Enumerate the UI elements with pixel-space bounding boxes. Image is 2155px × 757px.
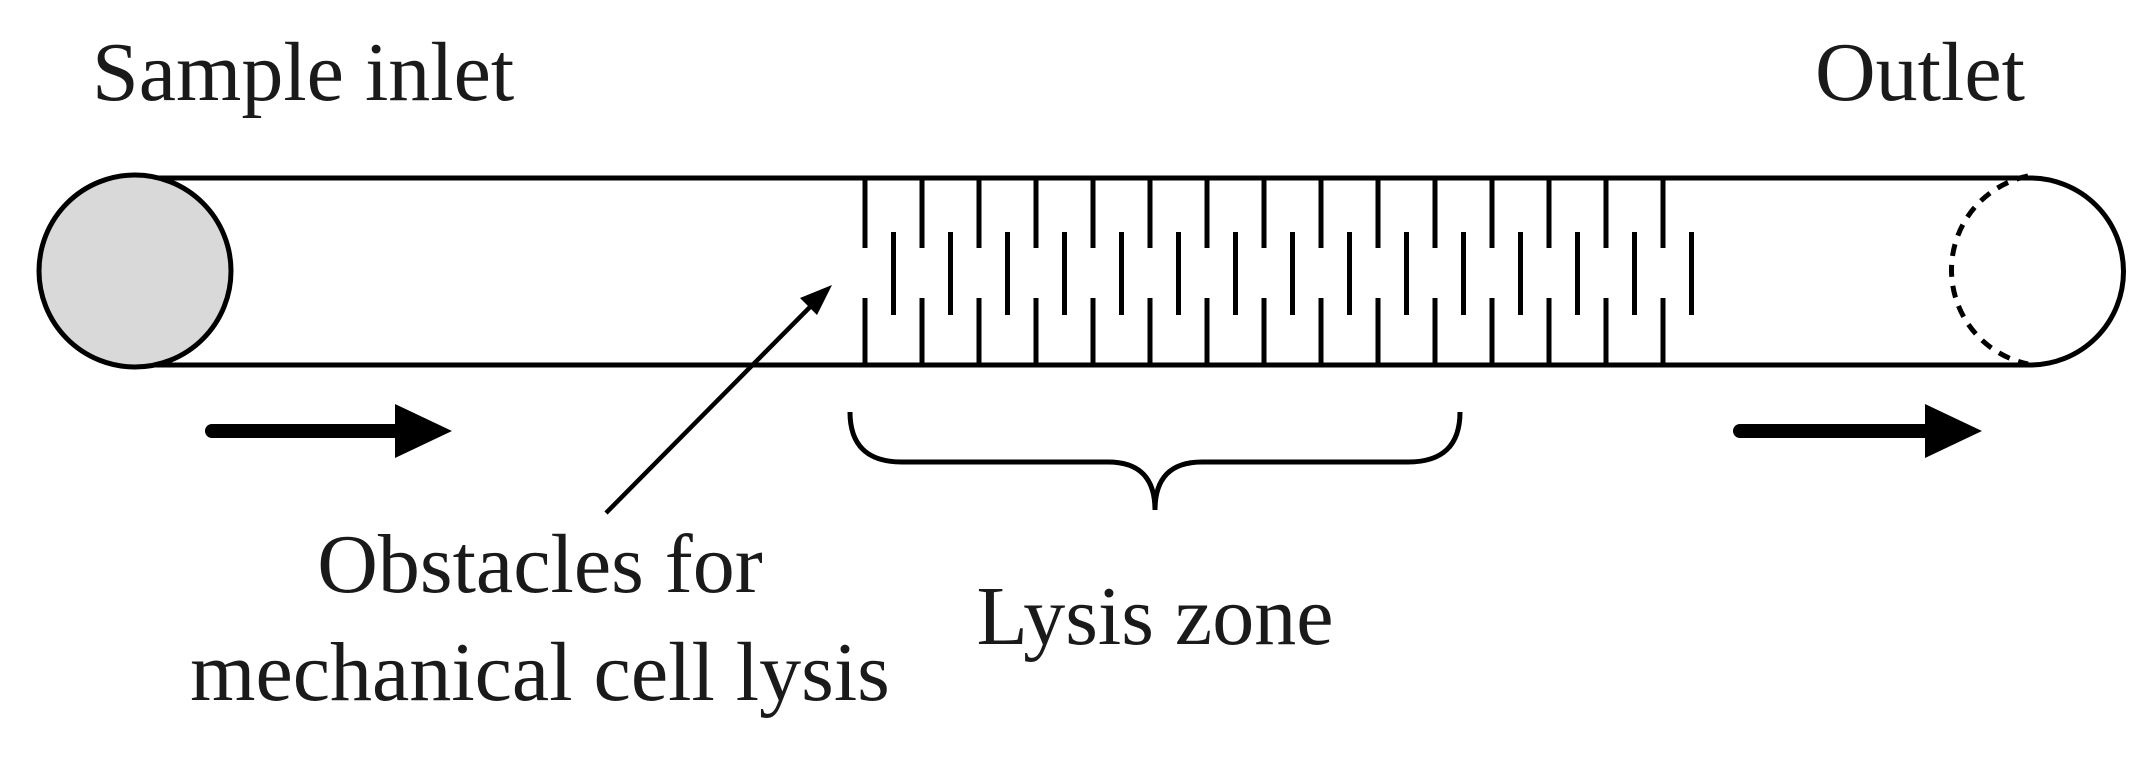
inlet-flow-arrow-icon: [205, 404, 452, 458]
obstacles-pointer-arrow-icon: [604, 285, 832, 515]
sample-inlet-label: Sample inlet: [92, 26, 514, 119]
lysis-obstacles: [862, 180, 1694, 363]
obstacles-label-line1: Obstacles for: [317, 518, 763, 611]
lysis-zone-label: Lysis zone: [977, 570, 1334, 663]
channel-right-end: [2029, 175, 2126, 368]
outlet-label: Outlet: [1815, 26, 2025, 119]
obstacles-label-line2: mechanical cell lysis: [190, 626, 890, 719]
inlet-reservoir: [36, 172, 234, 370]
lysis-zone-brace: [847, 411, 1463, 511]
outlet-reservoir-dashed: [1949, 173, 2029, 367]
outlet-flow-arrow-icon: [1733, 404, 1982, 458]
channel: [39, 175, 2126, 368]
